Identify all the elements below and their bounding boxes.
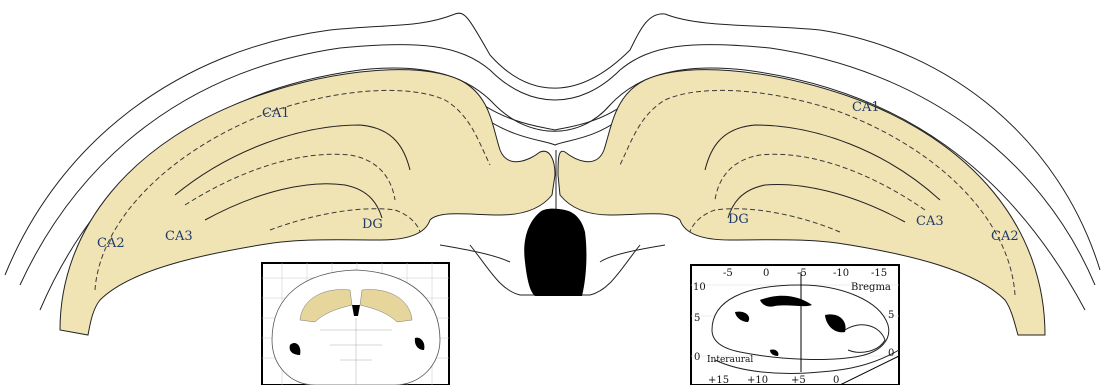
- sagittal-left-tick-2: 5: [694, 313, 700, 324]
- label-dg-right: DG: [728, 212, 749, 227]
- sagittal-bottom-tick-4: 0: [833, 375, 839, 385]
- sagittal-top-tick-4: -10: [833, 268, 849, 279]
- label-dg-left: DG: [362, 217, 383, 232]
- sagittal-bottom-tick-2: +10: [747, 375, 768, 385]
- sagittal-left-tick-3: 0: [694, 352, 700, 363]
- label-ca1-right: CA1: [852, 100, 880, 115]
- sagittal-bottom-tick-3: +5: [791, 375, 806, 385]
- sagittal-top-tick-5: -15: [871, 268, 887, 279]
- inset-coronal-atlas: [262, 263, 449, 385]
- sagittal-right-tick-2: 0: [888, 348, 894, 359]
- label-ca3-left: CA3: [165, 229, 193, 244]
- label-ca3-right: CA3: [916, 214, 944, 229]
- coronal-section: CA1 CA1 CA2 CA2 CA3 CA3 DG DG: [5, 13, 1100, 335]
- sagittal-top-tick-1: -5: [723, 268, 733, 279]
- sagittal-right-tick-1: 5: [888, 310, 894, 321]
- third-ventricle: [524, 209, 586, 296]
- sagittal-interaural-label: Interaural: [707, 355, 753, 365]
- thalamus-contour-left: [440, 245, 510, 262]
- thalamus-contour-right: [600, 245, 665, 262]
- sagittal-bottom-tick-1: +15: [708, 375, 729, 385]
- inset-sagittal-atlas: -5 0 -5 -10 -15 +15 +10 +5 0 10 5 0 5 0 …: [691, 265, 899, 385]
- label-ca1-left: CA1: [262, 106, 290, 121]
- sagittal-bregma-label: Bregma: [851, 282, 891, 293]
- sagittal-left-tick-1: 10: [693, 282, 706, 293]
- label-ca2-left: CA2: [97, 236, 125, 251]
- sagittal-top-tick-2: 0: [763, 268, 769, 279]
- sagittal-top-tick-3: -5: [797, 268, 807, 279]
- callosum-arc-2: [480, 115, 625, 145]
- label-ca2-right: CA2: [991, 229, 1019, 244]
